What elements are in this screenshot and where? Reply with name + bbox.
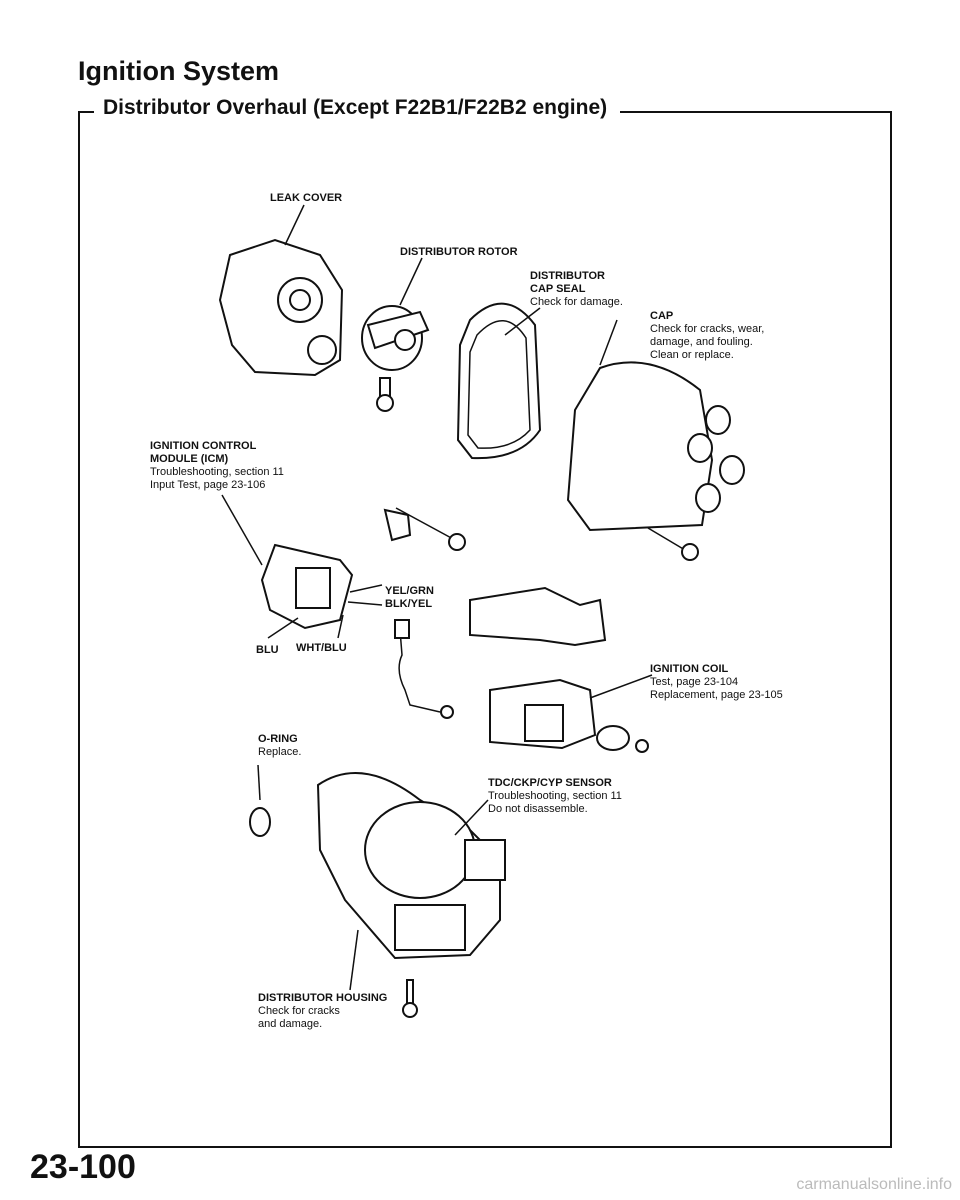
distributor-rotor-title: DISTRIBUTOR ROTOR — [400, 246, 518, 258]
housing-title: DISTRIBUTOR HOUSING — [258, 992, 388, 1004]
ignition-coil-note-1: Test, page 23-104 — [650, 676, 739, 688]
icm-note-1: Troubleshooting, section 11 — [150, 466, 284, 478]
icm-label: IGNITION CONTROL MODULE (ICM) Troublesho… — [150, 440, 284, 492]
cap-seal-title-1: DISTRIBUTOR — [530, 270, 605, 282]
header-rule-right — [620, 111, 890, 113]
ignition-coil-part — [489, 678, 649, 753]
distributor-housing-part — [316, 772, 506, 960]
diagram-frame — [78, 111, 892, 1148]
leak-cover-part — [218, 238, 344, 377]
cap-label: CAP Check for cracks, wear, damage, and … — [650, 310, 764, 362]
housing-note-2: and damage. — [258, 1018, 323, 1030]
ignition-coil-title: IGNITION COIL — [650, 663, 729, 675]
page-title: Ignition System — [78, 56, 280, 86]
sensor-note-2: Do not disassemble. — [488, 803, 588, 815]
distributor-rotor-label: DISTRIBUTOR ROTOR — [400, 246, 518, 259]
ignition-coil-note-2: Replacement, page 23-105 — [650, 689, 783, 701]
sensor-title: TDC/CKP/CYP SENSOR — [488, 777, 612, 789]
ignition-coil-label: IGNITION COIL Test, page 23-104 Replacem… — [650, 663, 783, 702]
o-ring-label: O-RING Replace. — [258, 733, 301, 759]
sensor-label: TDC/CKP/CYP SENSOR Troubleshooting, sect… — [488, 777, 622, 816]
wire-blu-text: BLU — [256, 644, 279, 656]
wire-yel-grn-label: YEL/GRN — [385, 585, 434, 598]
cap-note-1: Check for cracks, wear, — [650, 323, 765, 335]
cap-seal-label: DISTRIBUTOR CAP SEAL Check for damage. — [530, 270, 623, 309]
wire-wht-blu-label: WHT/BLU — [296, 642, 347, 655]
bracket-part — [469, 586, 607, 647]
leader-lines — [221, 204, 653, 991]
ground-wire-part — [398, 629, 441, 713]
o-ring-part — [249, 807, 271, 837]
icm-title-2: MODULE (ICM) — [150, 453, 229, 465]
cap-seal-note: Check for damage. — [530, 296, 623, 308]
cap-title: CAP — [650, 310, 674, 322]
watermark: carmanualsonline.info — [796, 1176, 952, 1193]
wire-blk-yel-text: BLK/YEL — [385, 598, 433, 610]
leak-cover-label: LEAK COVER — [270, 192, 342, 205]
icm-title-1: IGNITION CONTROL — [150, 440, 257, 452]
wire-blu-label: BLU — [256, 644, 279, 657]
cap-seal-title-2: CAP SEAL — [530, 283, 586, 295]
wire-yel-grn-text: YEL/GRN — [385, 585, 434, 597]
wire-wht-blu-text: WHT/BLU — [296, 642, 347, 654]
housing-note-1: Check for cracks — [258, 1005, 340, 1017]
icm-part — [260, 507, 466, 630]
page-number: 23-100 — [30, 1148, 136, 1186]
housing-label: DISTRIBUTOR HOUSING Check for cracks and… — [258, 992, 387, 1031]
o-ring-title: O-RING — [258, 733, 298, 745]
wire-blk-yel-label: BLK/YEL — [385, 598, 432, 611]
sensor-note-1: Troubleshooting, section 11 — [488, 790, 622, 802]
distributor-cap-part — [566, 361, 745, 561]
header-rule-left — [78, 111, 94, 113]
section-subtitle: Distributor Overhaul (Except F22B1/F22B2… — [103, 96, 608, 119]
distributor-rotor-part — [361, 305, 430, 412]
icm-note-2: Input Test, page 23-106 — [150, 479, 266, 491]
cap-note-3: Clean or replace. — [650, 349, 734, 361]
cap-note-2: damage, and fouling. — [650, 336, 753, 348]
leak-cover-title: LEAK COVER — [270, 192, 343, 204]
o-ring-note: Replace. — [258, 746, 302, 758]
cap-seal-part — [456, 302, 542, 460]
